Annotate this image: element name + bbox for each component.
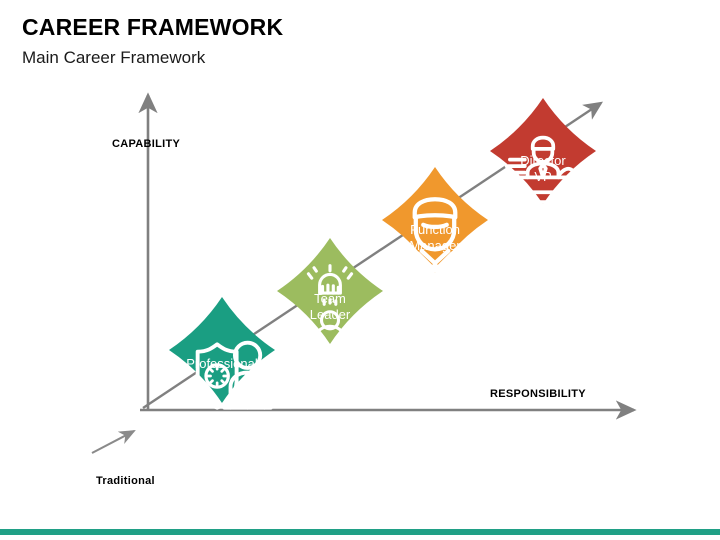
accent-bar bbox=[0, 529, 720, 535]
axis-label-capability: CAPABILITY bbox=[112, 138, 181, 150]
framework-node-team-leader[interactable]: Team Leader bbox=[274, 235, 386, 352]
node-shape-professional bbox=[169, 297, 275, 403]
node-shape-function-manager bbox=[382, 167, 488, 273]
page-title: CAREER FRAMEWORK bbox=[22, 14, 284, 40]
framework-node-director-vp[interactable]: Director VP bbox=[487, 95, 599, 215]
framework-node-professional[interactable]: Professional bbox=[166, 294, 278, 410]
page-subtitle: Main Career Framework bbox=[22, 48, 206, 67]
node-shape-team-leader bbox=[277, 238, 383, 344]
axis-label-responsibility: RESPONSIBILITY bbox=[490, 388, 586, 400]
axis-label-traditional: Traditional bbox=[96, 475, 155, 487]
node-shape-director-vp bbox=[490, 98, 596, 204]
traditional-arrow bbox=[91, 430, 136, 454]
framework-node-function-manager[interactable]: Function Manager bbox=[379, 164, 491, 289]
